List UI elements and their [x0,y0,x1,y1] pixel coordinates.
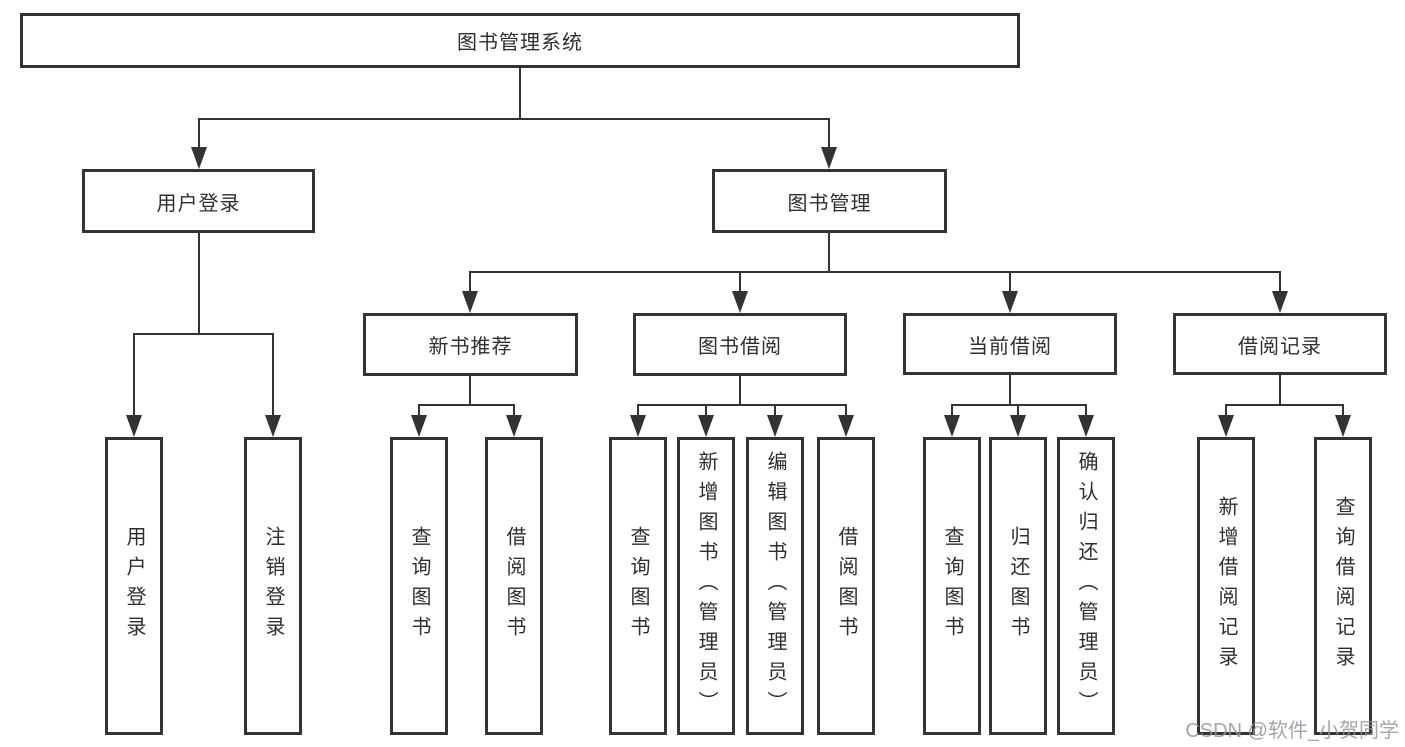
connector-drop-leaf-user-login [133,333,135,417]
leaf-borrow-books-1-label: 借阅图书 [503,526,525,646]
leaf-add-borrow-record: 新增借阅记录 [1197,437,1255,735]
csdn-watermark: CSDN @软件_小贺同学 [1185,720,1399,742]
connector-group1-stem [198,233,200,335]
arrowhead-confirm-return-icon [1078,415,1094,437]
node-new-book-recommend-label: 新书推荐 [428,336,513,358]
connector-drop-book-borrow [739,271,741,293]
arrowhead-leaf-logout-icon [265,415,281,437]
leaf-borrow-books-2: 借阅图书 [817,437,875,735]
node-user-login: 用户登录 [82,169,315,233]
arrowhead-borrow-books-1-icon [506,415,522,437]
arrowhead-new-book-recommend-icon [462,291,478,313]
connector-group3-stem [739,376,741,406]
leaf-confirm-return-admin: 确认归还（管理员） [1057,437,1115,735]
node-book-borrow: 图书借阅 [633,313,847,376]
arrowhead-book-management-icon [821,147,837,169]
arrowhead-user-login-icon [191,147,207,169]
leaf-add-books-admin-label: 新增图书（管理员） [695,451,717,721]
arrowhead-add-books-icon [698,415,714,437]
arrowhead-query-books-1-icon [411,415,427,437]
leaf-query-books-3: 查询图书 [923,437,981,735]
node-book-borrow-label: 图书借阅 [698,336,782,358]
leaf-borrow-books-1: 借阅图书 [485,437,543,735]
arrowhead-book-borrow-icon [732,291,748,313]
arrowhead-edit-books-icon [767,415,783,437]
connector-drop-user-login [198,118,200,150]
leaf-add-borrow-record-label: 新增借阅记录 [1215,496,1237,676]
connector-drop-return-books [1017,404,1019,417]
node-borrow-records: 借阅记录 [1173,313,1387,375]
node-root: 图书管理系统 [20,13,1020,68]
connector-group2-stem [469,376,471,406]
connector-group1-hline [133,333,274,335]
node-root-label: 图书管理系统 [457,32,583,54]
leaf-query-books-2: 查询图书 [609,437,667,735]
connector-drop-borrow-books-1 [513,404,515,417]
arrowhead-leaf-user-login-icon [126,415,142,437]
connector-book-management-stem [828,233,830,273]
connector-drop-new-book-recommend [469,271,471,293]
node-user-login-label: 用户登录 [156,192,241,215]
connector-drop-add-books [705,404,707,417]
connector-group4-hline [951,404,1087,406]
leaf-borrow-books-2-label: 借阅图书 [835,526,857,646]
leaf-query-books-2-label: 查询图书 [627,526,649,646]
connector-group5-hline [1225,404,1344,406]
connector-drop-edit-books [774,404,776,417]
node-current-borrow: 当前借阅 [903,313,1117,375]
leaf-query-books-3-label: 查询图书 [941,526,963,646]
connector-drop-query-borrow-record [1342,404,1344,417]
connector-drop-borrow-records [1279,271,1281,293]
connector-group3-hline [637,404,847,406]
leaf-user-login-label: 用户登录 [123,526,145,646]
leaf-return-books-label: 归还图书 [1007,526,1029,646]
connector-drop-book-management [828,118,830,150]
connector-drop-confirm-return [1085,404,1087,417]
arrowhead-query-books-2-icon [630,415,646,437]
arrowhead-borrow-records-icon [1272,291,1288,313]
node-new-book-recommend: 新书推荐 [363,313,578,376]
connector-drop-query-books-3 [951,404,953,417]
node-borrow-records-label: 借阅记录 [1238,335,1322,358]
node-current-borrow-label: 当前借阅 [968,335,1052,358]
leaf-logout-label: 注销登录 [262,526,284,646]
connector-drop-add-borrow-record [1225,404,1227,417]
arrowhead-borrow-books-2-icon [838,415,854,437]
leaf-logout: 注销登录 [244,437,302,735]
arrowhead-add-borrow-record-icon [1218,415,1234,437]
leaf-query-borrow-record: 查询借阅记录 [1314,437,1372,735]
connector-level3-hline [469,271,1281,273]
connector-drop-query-books-1 [418,404,420,417]
connector-group4-stem [1009,375,1011,406]
leaf-confirm-return-admin-label: 确认归还（管理员） [1075,451,1097,721]
arrowhead-current-borrow-icon [1002,291,1018,313]
leaf-edit-books-admin-label: 编辑图书（管理员） [764,451,786,721]
connector-root-stem [519,68,521,120]
leaf-query-books-1-label: 查询图书 [408,526,430,646]
connector-drop-leaf-logout [272,333,274,417]
node-book-management: 图书管理 [712,169,947,233]
arrowhead-return-books-icon [1010,415,1026,437]
connector-level2-hline [198,118,830,120]
connector-drop-borrow-books-2 [845,404,847,417]
arrowhead-query-borrow-record-icon [1335,415,1351,437]
leaf-user-login: 用户登录 [105,437,163,735]
connector-group2-hline [418,404,515,406]
connector-group5-stem [1279,375,1281,406]
arrowhead-query-books-3-icon [944,415,960,437]
leaf-query-borrow-record-label: 查询借阅记录 [1332,496,1354,676]
connector-drop-current-borrow [1009,271,1011,293]
leaf-return-books: 归还图书 [989,437,1047,735]
connector-drop-query-books-2 [637,404,639,417]
node-book-management-label: 图书管理 [787,192,872,215]
leaf-edit-books-admin: 编辑图书（管理员） [746,437,804,735]
leaf-query-books-1: 查询图书 [390,437,448,735]
leaf-add-books-admin: 新增图书（管理员） [677,437,735,735]
